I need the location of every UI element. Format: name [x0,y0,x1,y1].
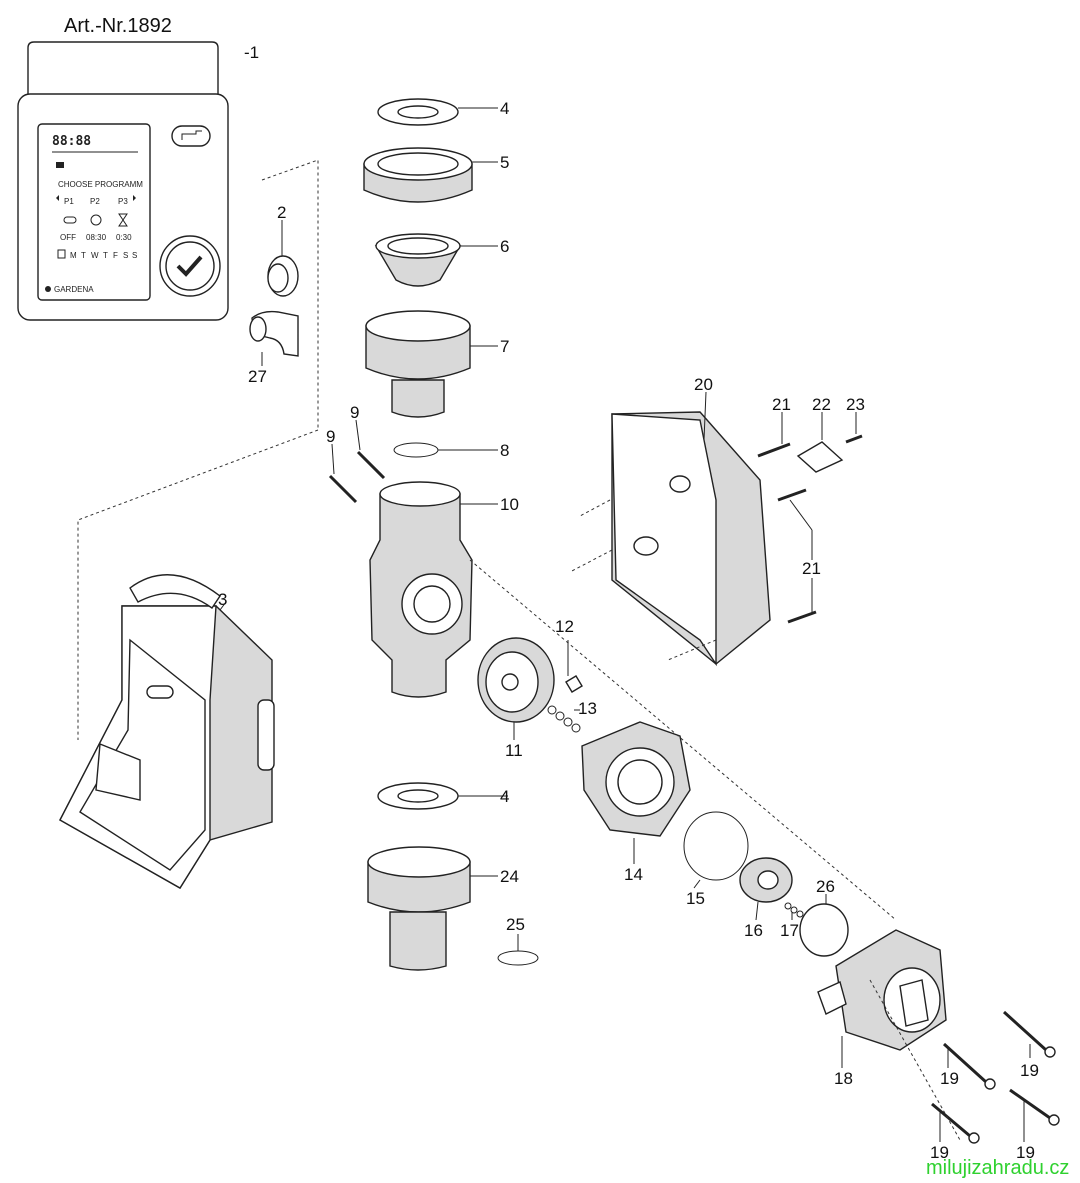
screw-part-23 [845,434,863,444]
arrow-left-icon [56,195,59,201]
display-menu-label: CHOOSE PROGRAMM [58,180,143,189]
washer-part-4-bottom [377,782,459,810]
label-part-19-c: 19 [1016,1143,1035,1162]
cap-part-26 [799,903,849,957]
label-part-8: 8 [500,441,509,460]
screw-part-19-b [942,1042,988,1084]
weekday-2: T [81,251,86,260]
label-part-19-b: 19 [940,1069,959,1088]
label-part-2: 2 [277,203,286,222]
nozzle-part-12 [565,675,583,693]
tap-button [171,125,211,147]
label-part-19-d: 19 [930,1143,949,1162]
nut-part-5 [363,147,473,203]
clock-icon [90,214,102,226]
label-part-6: 6 [500,237,509,256]
weekday-6: S [123,251,128,260]
display-time: 88:88 [52,134,91,149]
label-part-16: 16 [744,921,763,940]
seal-ring-part-2 [267,255,299,297]
label-part-26: 26 [816,877,835,896]
display-off: OFF [60,233,76,242]
label-part-3: 3 [218,590,227,609]
watermark: milujizahradu.cz [926,1157,1069,1179]
o-ring-part-25 [497,950,539,966]
leader-lines [219,107,1031,1142]
label-part-21-upper: 21 [772,395,791,414]
calendar-icon [57,249,66,259]
label-part-21-lower: 21 [802,559,821,578]
label-part-9-upper: 9 [350,403,359,422]
label-part-23: 23 [846,395,865,414]
controller-screen [37,123,151,301]
screw-part-19-d [931,1102,971,1138]
label-part-22: 22 [812,395,831,414]
label-part-15: 15 [686,889,705,908]
weekday-5: F [113,251,118,260]
weekday-1: M [70,251,77,260]
part-labels: -1 2 3 4 5 6 7 8 9 9 10 11 12 13 14 15 1… [218,43,1039,1162]
display-program-3: P3 [118,197,128,206]
label-part-25: 25 [506,915,525,934]
menu-icon [56,162,64,168]
diaphragm-part-11 [477,637,555,723]
controller-unit: 88:88 CHOOSE PROGRAMM P1 P2 P3 OFF 08:30… [17,41,229,321]
screw-part-21-lower [787,610,817,624]
screw-part-21-upper [757,442,791,458]
label-part-20: 20 [694,375,713,394]
arrow-right-icon [133,195,136,201]
seal-part-16 [739,857,793,903]
label-part-5: 5 [500,153,509,172]
label-part-27: 27 [248,367,267,386]
label-part-7: 7 [500,337,509,356]
pin-part-9-upper [356,450,386,480]
label-part-19-a: 19 [1020,1061,1039,1080]
display-program-1: P1 [64,197,74,206]
filter-part-6 [374,233,462,287]
toggle-icon [63,216,77,224]
weekday-3: W [91,251,99,260]
label-part-10: 10 [500,495,519,514]
valve-body-part-10 [369,481,473,698]
label-part-24: 24 [500,867,519,886]
tap-connector-part-24 [367,846,471,971]
display-duration: 0:30 [116,233,132,242]
brand-label: GARDENA [54,285,94,294]
washer-part-4-top [377,98,459,126]
label-part-12: 12 [555,617,574,636]
checkmark-icon [176,255,203,277]
display-start-time: 08:30 [86,233,107,242]
label-part-4-bottom: 4 [500,787,509,806]
pin-part-9-lower [328,474,358,504]
screw-part-19-c [1009,1088,1051,1120]
label-part-14: 14 [624,865,643,884]
label-part-18: 18 [834,1069,853,1088]
solenoid-part-18 [817,929,947,1051]
screw-part-19-a [1002,1010,1048,1052]
o-ring-part-8 [393,442,439,458]
label-part-13: 13 [578,699,597,718]
label-part-4-top: 4 [500,99,509,118]
label-part-9-lower: 9 [326,427,335,446]
valve-cover-part-14 [581,721,691,837]
spring-part-13 [547,705,581,733]
weekday-4: T [103,251,108,260]
connector-part-7 [365,310,471,418]
hourglass-icon [118,213,128,227]
label-part-11: 11 [505,741,523,760]
cover-part-20 [611,411,771,667]
article-number: Art.-Nr.1892 [64,15,172,37]
bracket-part-22 [796,441,844,473]
spring-part-17 [784,902,804,918]
weekday-7: S [132,251,137,260]
gardena-logo-icon [45,286,51,292]
elbow-part-27 [249,310,299,357]
label-part-17: 17 [780,921,799,940]
label-part-1: -1 [244,43,259,62]
o-ring-part-15 [683,811,749,881]
display-program-2: P2 [90,197,100,206]
housing-part-3 [59,574,275,889]
